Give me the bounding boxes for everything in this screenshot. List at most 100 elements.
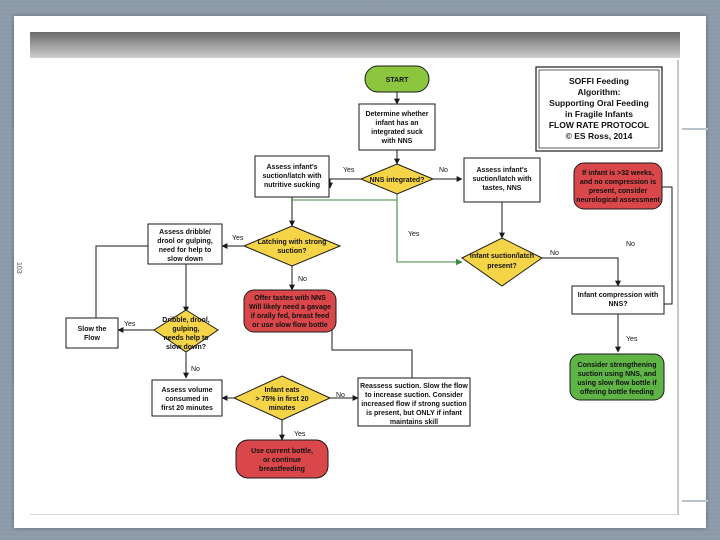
node-text: gulping,	[172, 326, 199, 333]
node-text: or use slow flow bottle	[252, 322, 328, 329]
node-infant-eats: Infant eats > 75% in first 20 minutes	[232, 375, 332, 421]
node-text: with NNS	[381, 138, 413, 145]
green-connectors	[292, 194, 463, 266]
node-text: if orally fed, breast feed	[251, 313, 330, 320]
edge-label-no: No	[298, 276, 307, 283]
node-determine: Determine whether infant has an integrat…	[358, 103, 436, 151]
slide-bottom-rule	[30, 514, 678, 515]
node-text: neurological assessment	[576, 197, 660, 204]
node-text: needs help to	[163, 335, 208, 342]
node-text: need for help to	[159, 247, 212, 254]
edge-label-yes: Yes	[232, 235, 244, 242]
node-consider-strengthening: Consider strengthening suction using NNS…	[569, 353, 665, 401]
node-text: consumed in	[165, 396, 208, 403]
title-line: Supporting Oral Feeding	[549, 98, 649, 108]
frame-tick-bottom	[682, 500, 708, 502]
edge-label-yes: Yes	[343, 167, 355, 174]
node-text: Infant compression with	[578, 292, 659, 299]
node-if-infant-32: If infant is >32 weeks, and no compressi…	[573, 162, 663, 210]
node-text: integrated suck	[371, 129, 423, 136]
node-text: minutes	[269, 405, 296, 412]
edge-label-yes: Yes	[294, 431, 306, 438]
node-text: suction?	[277, 248, 306, 255]
node-latching-strong: Latching with strong suction?	[242, 225, 342, 267]
node-text: suction using NNS, and	[578, 371, 657, 378]
node-text: is present, but ONLY if infant	[366, 410, 462, 417]
node-infant-suction-present: Infant suction/latch present?	[461, 237, 543, 287]
title-line: Algorithm:	[578, 87, 621, 97]
node-text: Dribble, drool,	[162, 317, 210, 324]
edge-integrated-yes	[396, 194, 463, 266]
node-text: Assess infant's	[476, 167, 527, 174]
node-text: breastfeeding	[259, 466, 305, 473]
title-box: SOFFI Feeding Algorithm: Supporting Oral…	[535, 66, 663, 152]
node-text: present, consider	[589, 188, 648, 195]
node-slow-flow: Slow the Flow	[65, 317, 119, 349]
edge-dribble-left	[95, 245, 148, 318]
edge-right-no	[662, 186, 673, 305]
node-text: and no compression is	[580, 179, 656, 186]
node-text: > 75% in first 20	[255, 396, 308, 403]
edge-nns-yes	[327, 178, 361, 189]
edge-labels: Yes No Yes Yes No No No Yes No Yes No Ye…	[124, 167, 638, 438]
node-text: Use current bottle,	[251, 448, 313, 455]
edge-label-no: No	[191, 366, 200, 373]
node-text: first 20 minutes	[161, 405, 213, 412]
node-text: slow down	[167, 256, 203, 263]
edge-label-no: No	[550, 250, 559, 257]
node-text: suction/latch with	[262, 173, 321, 180]
node-dribble-question: Dribble, drool, gulping, needs help to s…	[153, 309, 219, 353]
node-text: infant has an	[375, 120, 418, 127]
title-line: © ES Ross, 2014	[566, 131, 633, 141]
edge-suction-no	[540, 257, 621, 287]
node-text: present?	[487, 263, 517, 270]
edge-label-yes: Yes	[408, 231, 420, 238]
node-text: to increase suction. Consider	[365, 392, 463, 399]
node-assess-suction-nutritive: Assess infant's suction/latch with nutri…	[254, 155, 330, 198]
node-use-current: Use current bottle, or continue breastfe…	[235, 439, 329, 479]
node-text: slow down?	[166, 344, 206, 351]
edge-label-no: No	[336, 392, 345, 399]
node-text: maintains skill	[390, 419, 438, 426]
node-text: NNS?	[608, 301, 627, 308]
node-text: Assess infant's	[266, 164, 317, 171]
node-text: START	[386, 77, 410, 84]
node-text: or continue	[263, 457, 301, 464]
edge-label-yes: Yes	[626, 336, 638, 343]
edge-label-yes: Yes	[124, 321, 136, 328]
node-text: Assess volume	[162, 387, 213, 394]
node-reassess: Reassess suction. Slow the flow to incre…	[357, 377, 471, 427]
node-assess-volume: Assess volume consumed in first 20 minut…	[151, 379, 223, 417]
node-offer-tastes: Offer tastes with NNS Will likely need a…	[243, 289, 337, 333]
node-text: Consider strengthening	[578, 362, 657, 369]
node-text: drool or gulping,	[157, 238, 213, 245]
node-text: Offer tastes with NNS	[254, 295, 326, 302]
edge-label-no: No	[626, 241, 635, 248]
edge-reassess-up	[331, 330, 413, 380]
node-text: Infant eats	[264, 387, 299, 394]
node-text: Assess dribble/	[159, 229, 211, 236]
title-line: in Fragile Infants	[565, 109, 633, 119]
node-text: increased flow if strong suction	[361, 401, 466, 408]
edge-label-no: No	[439, 167, 448, 174]
node-text: nutritive sucking	[264, 182, 320, 189]
node-text: Latching with strong	[258, 239, 327, 246]
connectors	[95, 92, 673, 441]
node-text: offering bottle feeding	[580, 389, 654, 396]
node-text: NNS integrated?	[370, 177, 425, 184]
node-text: Will likely need a gavage	[249, 304, 331, 311]
node-assess-dribble: Assess dribble/ drool or gulping, need f…	[147, 223, 223, 265]
node-assess-suction-tastes: Assess infant's suction/latch with taste…	[463, 157, 541, 203]
node-text: Reassess suction. Slow the flow	[360, 383, 468, 390]
slide-right-rule	[677, 60, 679, 515]
frame-tick-top	[682, 128, 708, 130]
node-text: tastes, NNS	[483, 185, 522, 192]
node-text: using slow flow bottle if	[577, 380, 657, 387]
node-start: START	[364, 65, 430, 93]
node-nns-integrated: NNS integrated?	[359, 163, 435, 195]
slide-header-bar	[30, 32, 680, 58]
node-text: Flow	[84, 335, 100, 342]
node-text: Determine whether	[365, 111, 428, 118]
node-text: If infant is >32 weeks,	[582, 170, 654, 177]
title-line: FLOW RATE PROTOCOL	[549, 120, 649, 130]
